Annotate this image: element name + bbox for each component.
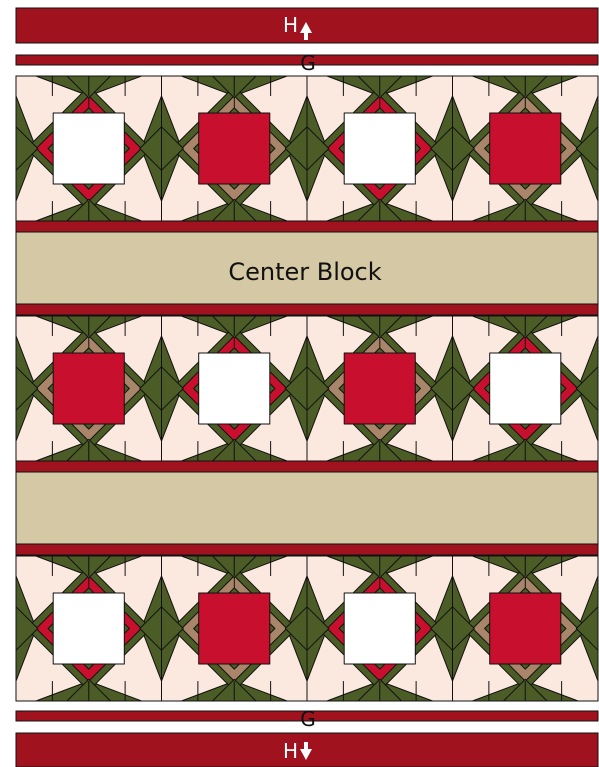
quilt-block — [16, 76, 162, 221]
quilt-block — [16, 556, 162, 701]
quilt-block — [16, 316, 162, 461]
center-square — [199, 593, 270, 664]
sashing-strip — [16, 304, 598, 315]
top-border-h-label: H — [283, 13, 298, 37]
bottom-border-h-label: H — [283, 739, 298, 763]
top-border-g-label: G — [300, 51, 316, 75]
block-row-bottom — [16, 556, 598, 701]
center-square — [344, 593, 415, 664]
center-square — [344, 113, 415, 184]
center-square — [199, 353, 270, 424]
sashing-strip — [16, 221, 598, 232]
quilt-block — [453, 76, 599, 221]
quilt-block — [162, 556, 308, 701]
quilt-block — [307, 76, 453, 221]
quilt-block — [307, 556, 453, 701]
center-block-label: Center Block — [228, 258, 381, 286]
bottom-border-g-label: G — [300, 707, 316, 731]
plain-beige-block — [16, 472, 598, 544]
center-square — [490, 113, 561, 184]
quilt-block — [162, 316, 308, 461]
block-row-top — [16, 76, 598, 221]
quilt-block — [307, 316, 453, 461]
center-square — [53, 113, 124, 184]
center-square — [344, 353, 415, 424]
sashing-strip — [16, 461, 598, 472]
quilt-block — [453, 556, 599, 701]
center-square — [53, 353, 124, 424]
block-row-middle — [16, 316, 598, 461]
center-square — [199, 113, 270, 184]
quilt-block — [453, 316, 599, 461]
sashing-strip — [16, 544, 598, 555]
center-square — [490, 593, 561, 664]
quilt-block — [162, 76, 308, 221]
center-square — [53, 593, 124, 664]
center-square — [490, 353, 561, 424]
